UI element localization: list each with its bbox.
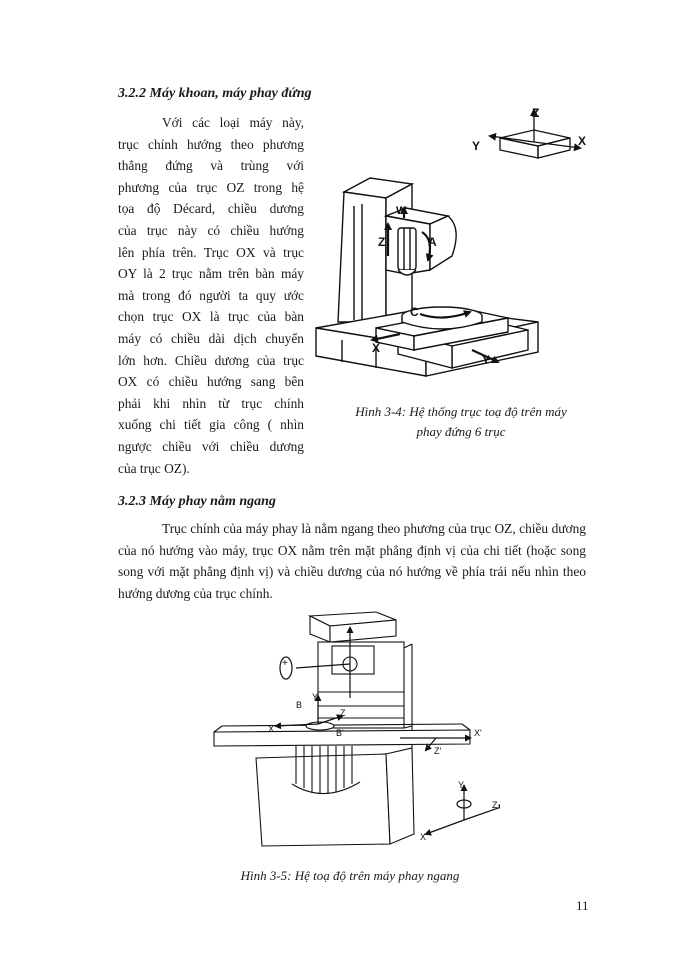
label-x: X <box>268 724 274 734</box>
section-heading-3-2-3: 3.2.3 Máy phay nằm ngang <box>118 494 276 509</box>
paragraph-line: thẳng đứng và trùng với <box>118 158 304 174</box>
paragraph-line: mà trong đó người ta quy ước <box>118 287 304 303</box>
axis-cube-diagram <box>488 108 582 159</box>
section-heading-3-2-2: 3.2.2 Máy khoan, máy phay đứng <box>118 86 312 101</box>
label-w: W <box>396 205 407 217</box>
paragraph-line: máy có chiều dài dịch chuyển <box>118 330 304 346</box>
label-axis-x: X <box>420 832 426 842</box>
label-y-top: Y <box>472 139 480 153</box>
label-z-prime: Z' <box>434 746 441 756</box>
paragraph-line: lên phía trên. Trục OX và trục <box>118 244 304 260</box>
paragraph-line: xuống chi tiết gia công ( nhìn <box>118 417 304 433</box>
label-b-prime: B' <box>336 728 344 738</box>
label-z: Z <box>378 235 385 249</box>
label-z: Z <box>340 708 346 718</box>
section-3-2-3-paragraph: Trục chính của máy phay là nằm ngang the… <box>118 521 586 601</box>
paragraph-line: phương của trục OZ trong hệ <box>118 179 304 195</box>
section-3-2-2-paragraph: Với các loại máy này, trục chính hướng th… <box>118 112 304 479</box>
label-y: Y <box>312 692 318 702</box>
label-axis-y: Y <box>458 780 464 790</box>
figure-3-5-caption: Hình 3-5: Hệ toạ độ trên máy phay ngang <box>240 868 460 883</box>
caption-line-2: phay đứng 6 trục <box>416 424 506 439</box>
paragraph-line: chọn trục OX là trục của bàn <box>118 309 304 325</box>
paragraph-line: tọa độ Décard, chiều dương <box>118 201 304 217</box>
figure-3-4-caption: Hình 3-4: Hệ thống trục toạ độ trên máy … <box>326 402 596 442</box>
label-x: X <box>372 341 380 355</box>
label-x-prime: X' <box>474 728 482 738</box>
paragraph-line: Với các loại máy này, <box>162 115 304 130</box>
figure-3-4-vertical-mill: Z Y X <box>315 106 586 377</box>
page-number: 11 <box>576 898 589 913</box>
label-c: C <box>410 305 419 319</box>
label-a: A <box>428 235 437 249</box>
vertical-mill-drawing <box>315 177 539 377</box>
label-plus: + <box>282 658 288 669</box>
paragraph-line: phải khi nhìn từ trục chính <box>118 395 304 411</box>
paragraph-line: OX có chiều hướng sang bên <box>118 374 304 390</box>
label-y: Y <box>482 353 490 367</box>
label-z-top: Z <box>532 106 539 120</box>
paragraph-line: lớn hơn. Chiều dương của trục <box>118 352 304 368</box>
label-axis-z: Z <box>492 800 498 810</box>
paragraph-line: OY là 2 trục nằm trên bàn máy <box>118 266 304 282</box>
label-x-top: X <box>578 134 586 148</box>
paragraph-line: ngược chiều với chiều dương <box>118 438 304 454</box>
paragraph-line: của trục này có chiều hướng <box>118 222 304 238</box>
caption-line-1: Hình 3-4: Hệ thống trục toạ độ trên máy <box>355 404 567 419</box>
figure-3-5-horizontal-mill: + Y B Z X B' X' Z' Y Z X <box>213 611 500 847</box>
label-b: B <box>296 700 302 710</box>
paragraph-line: trục chính hướng theo phương <box>118 136 304 152</box>
paragraph-line: của trục OZ). <box>118 460 190 476</box>
horizontal-mill-drawing <box>213 611 471 847</box>
